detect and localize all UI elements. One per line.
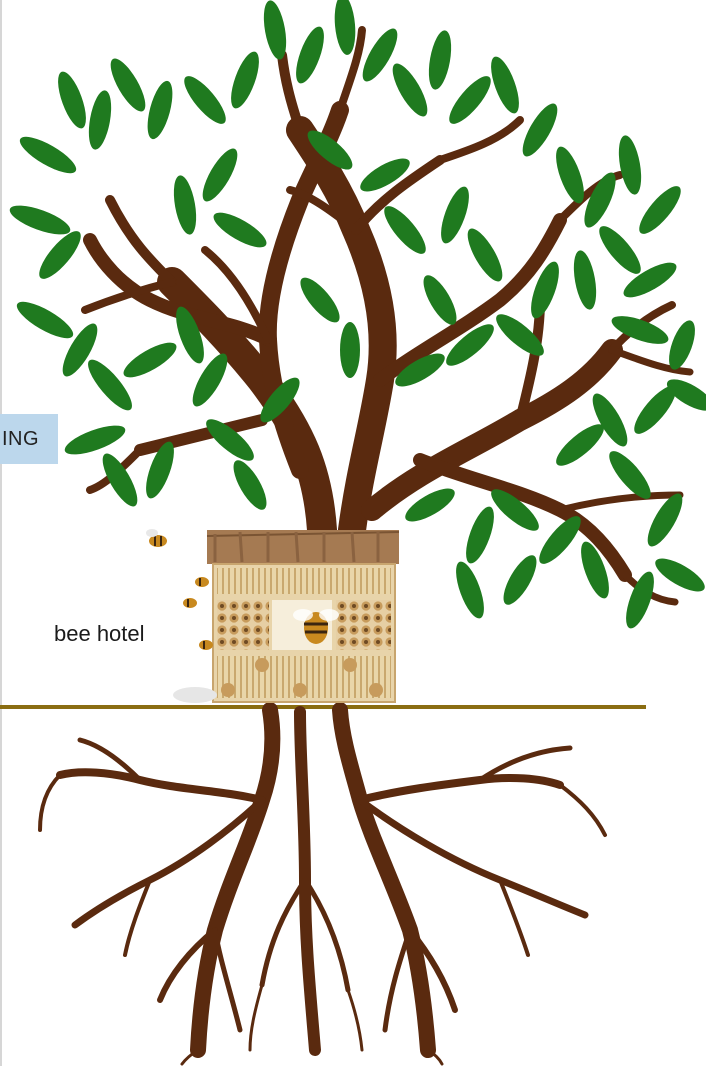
- roots-illustration: [40, 710, 605, 1064]
- side-tag-label: ING: [0, 414, 58, 464]
- bee-icon: [195, 577, 209, 587]
- bee-icon: [183, 598, 197, 608]
- bee-hotel-label: bee hotel: [54, 621, 145, 647]
- bee-icon: [146, 529, 167, 547]
- bee-hotel-icon: [173, 530, 399, 703]
- bee-icon: [199, 640, 213, 650]
- tree-branches: [85, 30, 690, 602]
